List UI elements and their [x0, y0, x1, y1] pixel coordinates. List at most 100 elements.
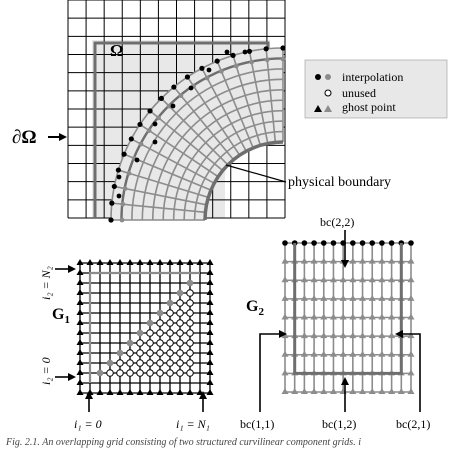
bc-bottom-arrowhead	[341, 377, 349, 385]
g1-ghost-point-bottom	[166, 389, 174, 395]
g1-unused-point	[126, 369, 134, 377]
g2-ghost-point	[388, 332, 396, 339]
g1-bottom-index-label: i₂ = 0	[39, 357, 53, 385]
g1-ghost-point-left	[76, 369, 84, 375]
legend-item-interpolation: interpolation	[315, 70, 403, 84]
g1-unused-point	[136, 349, 144, 357]
g2-interpolation-point	[408, 240, 414, 246]
g1-ghost-point-top	[106, 259, 114, 265]
background-interpolation-point	[152, 121, 158, 127]
g2-ghost-point	[368, 276, 376, 283]
g1-unused-point	[186, 339, 194, 347]
g2-ghost-point	[281, 257, 289, 264]
g1-ghost-point-top	[176, 259, 184, 265]
g2-ghost-point	[407, 257, 415, 264]
g1-label-subscript: 1	[64, 314, 70, 326]
g1-ghost-point-bottom	[186, 389, 194, 395]
g1-ghost-point-left	[76, 319, 84, 325]
g1-ghost-point-right	[206, 269, 214, 275]
g2-ghost-point	[300, 276, 308, 283]
g1-right-arrowhead	[199, 391, 207, 399]
g1-interpolation-point	[146, 319, 154, 327]
annulus-arc	[162, 99, 284, 221]
annulus-radial-line	[149, 110, 224, 172]
annulus-radial-line	[248, 51, 269, 144]
g1-unused-point	[126, 359, 134, 367]
legend-label-interpolation: interpolation	[342, 70, 403, 84]
bc-bottom-right-label: bc(2,1)	[396, 417, 430, 431]
g2-ghost-point	[320, 388, 328, 394]
g1-unused-point	[146, 329, 154, 337]
g2-interpolation-point	[369, 240, 376, 246]
interpolation-point-gray	[126, 170, 132, 176]
g2-ghost-point	[310, 276, 318, 283]
g2-ghost-point	[378, 388, 386, 394]
g1-unused-point	[116, 369, 124, 377]
annulus-radial-line	[130, 138, 215, 184]
annulus-radial-line	[232, 55, 262, 146]
g2-ghost-point	[378, 257, 386, 264]
g2-ghost-point	[310, 332, 318, 339]
bc-right-leader	[401, 333, 421, 412]
g1-ghost-point-left	[76, 309, 84, 315]
g1-ghost-point-right	[206, 309, 214, 315]
g2-ghost-point	[388, 257, 396, 264]
figure-caption: Fig. 2.1. An overlapping grid consisting…	[6, 437, 361, 448]
interpolation-point-dark	[111, 183, 117, 190]
interpolation-point-dark	[280, 45, 286, 51]
g1-ghost-point-top	[76, 259, 84, 265]
g2-ghost-point	[359, 257, 367, 264]
g1-unused-point	[186, 369, 194, 377]
g1-ghost-point-top	[186, 259, 194, 265]
g1-ghost-point-top	[156, 259, 164, 265]
interpolation-point-gray	[166, 103, 172, 109]
annulus-radial-line	[160, 97, 229, 166]
g2-ghost-point	[407, 294, 415, 301]
g1-unused-point	[166, 329, 174, 337]
bc-left-leader	[259, 333, 281, 412]
g2-ghost-point	[300, 350, 308, 357]
g1-interpolation-point	[136, 329, 144, 337]
legend-gray-dot	[325, 74, 331, 80]
background-interpolation-point	[242, 49, 248, 55]
g1-ghost-point-bottom	[206, 389, 214, 395]
g1-ghost-point-right	[206, 379, 214, 385]
boundary-arrowhead	[59, 133, 67, 141]
interpolation-point-dark	[214, 58, 220, 64]
g1-unused-point	[186, 319, 194, 327]
bc-top-arrowhead	[341, 260, 349, 268]
g1-ghost-point-left	[76, 349, 84, 355]
interpolation-point-dark	[108, 217, 114, 223]
g1-ghost-point-right	[206, 289, 214, 295]
g2-ghost-point	[349, 332, 357, 339]
interpolation-point-gray	[204, 75, 210, 81]
g1-ghost-point-right	[206, 279, 214, 285]
g1-unused-point	[176, 319, 184, 327]
g1-ghost-point-right	[206, 339, 214, 345]
g2-ghost-point	[320, 313, 328, 320]
g1-ghost-point-bottom	[106, 389, 114, 395]
g2-ghost-point	[378, 313, 386, 320]
g2-ghost-point	[378, 294, 386, 301]
interpolation-point-gray	[280, 56, 286, 62]
annulus-radial-line	[186, 76, 241, 156]
g2-ghost-point	[349, 388, 357, 394]
physical-boundary-leader	[225, 164, 287, 183]
g2-ghost-point	[329, 276, 337, 283]
g2-ghost-point	[339, 332, 347, 339]
interpolation-point-gray	[146, 128, 152, 133]
g1-ghost-point-left	[76, 379, 84, 385]
g2-ghost-point	[329, 350, 337, 357]
g1-interpolation-point	[126, 339, 134, 347]
g2-ghost-point	[388, 350, 396, 357]
bc-bottom-mid-label: bc(1,2)	[322, 417, 356, 431]
interpolation-point-gray	[156, 115, 161, 121]
g1-bottom-arrowhead	[68, 373, 76, 381]
g1-ghost-point-top	[126, 259, 134, 265]
annulus-arc	[141, 78, 284, 221]
g1-unused-point	[166, 319, 174, 327]
g2-ghost-point	[378, 276, 386, 283]
annulus-arc	[172, 109, 284, 221]
g2-ghost-point	[339, 294, 347, 301]
